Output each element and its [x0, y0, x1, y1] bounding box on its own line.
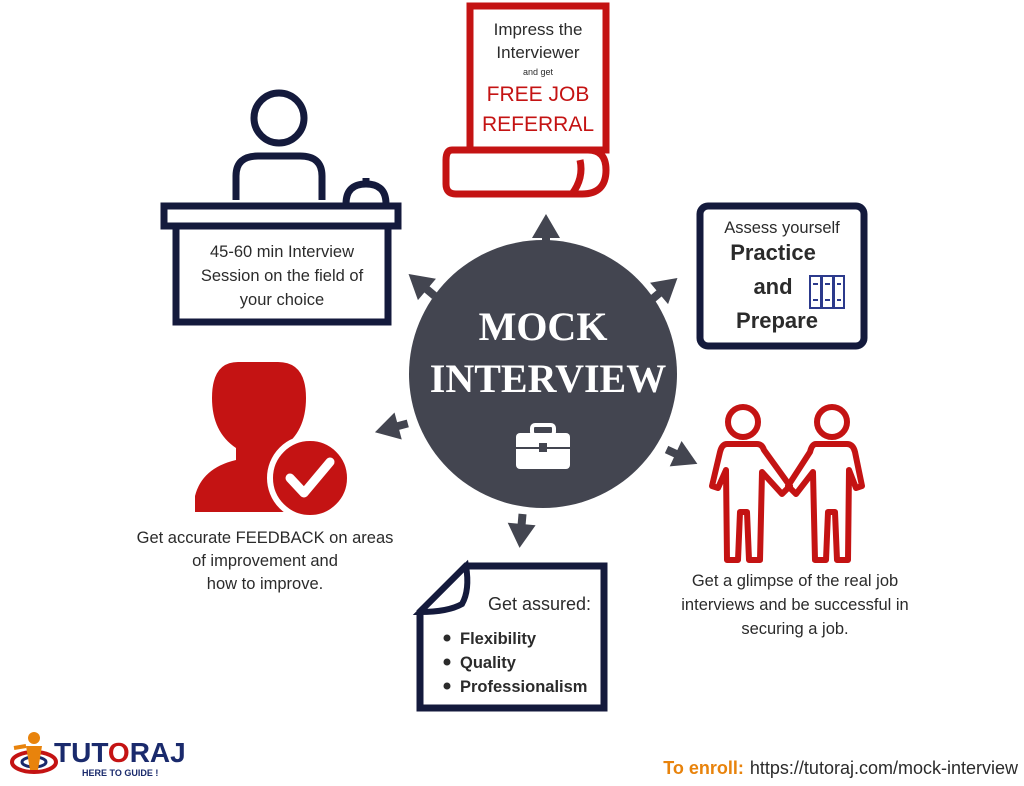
center-circle [409, 240, 677, 508]
feedback-line3: how to improve. [207, 575, 323, 593]
feedback-line2: of improvement and [192, 552, 338, 570]
referral-line1: Impress the [494, 20, 583, 39]
brand-name: TUTORAJ [54, 737, 186, 768]
glimpse-line3: securing a job. [741, 620, 848, 638]
user-check-icon [195, 362, 353, 521]
referral-small: and get [523, 67, 554, 77]
assured-bullet-3 [443, 682, 451, 690]
assured-item-3: Professionalism [460, 678, 587, 696]
brand-logo[interactable]: TUTORAJ HERE TO GUIDE ! [10, 732, 186, 778]
brand-name-pre: TUT [54, 737, 108, 768]
arrow-bottom [507, 513, 536, 548]
enroll-url[interactable]: https://tutoraj.com/mock-interview [750, 758, 1019, 778]
center-hub: MOCK INTERVIEW [409, 240, 677, 508]
session-line1: 45-60 min Interview [210, 243, 354, 261]
referral-highlight1: FREE JOB [487, 83, 590, 106]
assess-box [696, 202, 868, 350]
referral-scroll: Impress the Interviewer and get FREE JOB… [442, 2, 610, 198]
referral-line2: Interviewer [496, 43, 579, 62]
assured-item-1: Flexibility [460, 630, 537, 648]
assess-line3: and [753, 274, 792, 299]
document-icon [412, 559, 608, 712]
arrow-right [664, 441, 698, 467]
referral-highlight2: REFERRAL [482, 113, 594, 136]
glimpse-line1: Get a glimpse of the real job [692, 572, 898, 590]
glimpse-line2: interviews and be successful in [681, 596, 908, 614]
assured-bullet-2 [443, 658, 451, 666]
arrow-upper-right [648, 278, 678, 305]
reception-desk-icon [160, 89, 402, 326]
assess-line2: Practice [730, 240, 816, 265]
arrow-top [532, 214, 560, 248]
enroll-line: To enroll: https://tutoraj.com/mock-inter… [663, 758, 1019, 778]
feedback-line1: Get accurate FEEDBACK on areas [137, 529, 394, 547]
books-icon [809, 275, 845, 309]
brand-target-o: O [108, 737, 130, 768]
assured-card: Get assured: Flexibility Quality Profess… [412, 559, 608, 712]
session-card: 45-60 min Interview Session on the field… [160, 89, 402, 326]
session-line3: your choice [240, 291, 324, 309]
briefcase-icon [516, 423, 570, 469]
assured-item-2: Quality [460, 654, 517, 672]
brand-tagline: HERE TO GUIDE ! [82, 768, 158, 778]
glimpse-card: Get a glimpse of the real job interviews… [681, 404, 909, 638]
scroll-icon [442, 2, 610, 198]
assess-card: Assess yourself Practice and Prepare [696, 202, 868, 350]
handshake-icon [709, 404, 865, 563]
enroll-label: To enroll: [663, 758, 744, 778]
tutoraj-logo-icon [10, 732, 58, 774]
arrow-upper-left [408, 274, 438, 301]
arrows [374, 214, 698, 548]
center-title-line2: INTERVIEW [430, 356, 666, 401]
assess-line4: Prepare [736, 308, 818, 333]
brand-name-post: RAJ [130, 737, 186, 768]
feedback-card: Get accurate FEEDBACK on areas of improv… [137, 362, 394, 593]
session-line2: Session on the field of [201, 267, 364, 285]
center-title-line1: MOCK [479, 304, 608, 349]
assess-line1: Assess yourself [724, 219, 840, 237]
arrow-left [374, 412, 409, 440]
assured-bullet-1 [443, 634, 451, 642]
assured-title: Get assured: [488, 594, 591, 614]
